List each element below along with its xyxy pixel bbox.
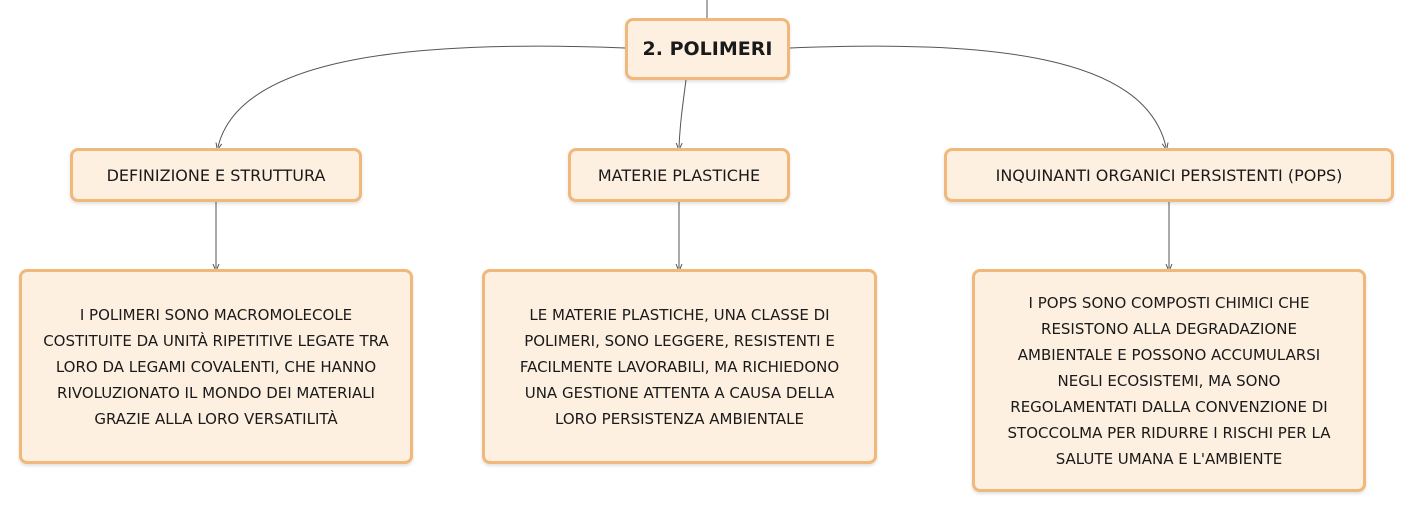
description-text: LE MATERIE PLASTICHE, UNA CLASSE DI POLI… <box>519 305 840 428</box>
description-text: I POLIMERI SONO MACROMOLECOLE COSTITUITE… <box>43 305 389 428</box>
root-node-polimeri[interactable]: 2. POLIMERI <box>625 18 790 80</box>
description-node-pops[interactable]: I POPS SONO COMPOSTI CHIMICI CHE RESISTO… <box>972 269 1366 492</box>
topic-node-definizione[interactable]: DEFINIZIONE E STRUTTURA <box>70 148 362 202</box>
description-node-materie-plastiche[interactable]: LE MATERIE PLASTICHE, UNA CLASSE DI POLI… <box>482 269 877 464</box>
connector-root-to-definizione <box>218 45 626 147</box>
root-label: 2. POLIMERI <box>642 38 773 60</box>
connector-root-to-materie <box>679 79 687 147</box>
topic-node-pops[interactable]: INQUINANTI ORGANICI PERSISTENTI (POPS) <box>944 148 1394 202</box>
topic-node-materie-plastiche[interactable]: MATERIE PLASTICHE <box>568 148 790 202</box>
topic-label: DEFINIZIONE E STRUTTURA <box>106 165 326 185</box>
topic-label: INQUINANTI ORGANICI PERSISTENTI (POPS) <box>995 165 1343 185</box>
description-node-definizione[interactable]: I POLIMERI SONO MACROMOLECOLE COSTITUITE… <box>19 269 413 464</box>
connector-root-to-pops <box>789 45 1166 147</box>
topic-label: MATERIE PLASTICHE <box>597 165 761 185</box>
description-text: I POPS SONO COMPOSTI CHIMICI CHE RESISTO… <box>1007 293 1331 468</box>
